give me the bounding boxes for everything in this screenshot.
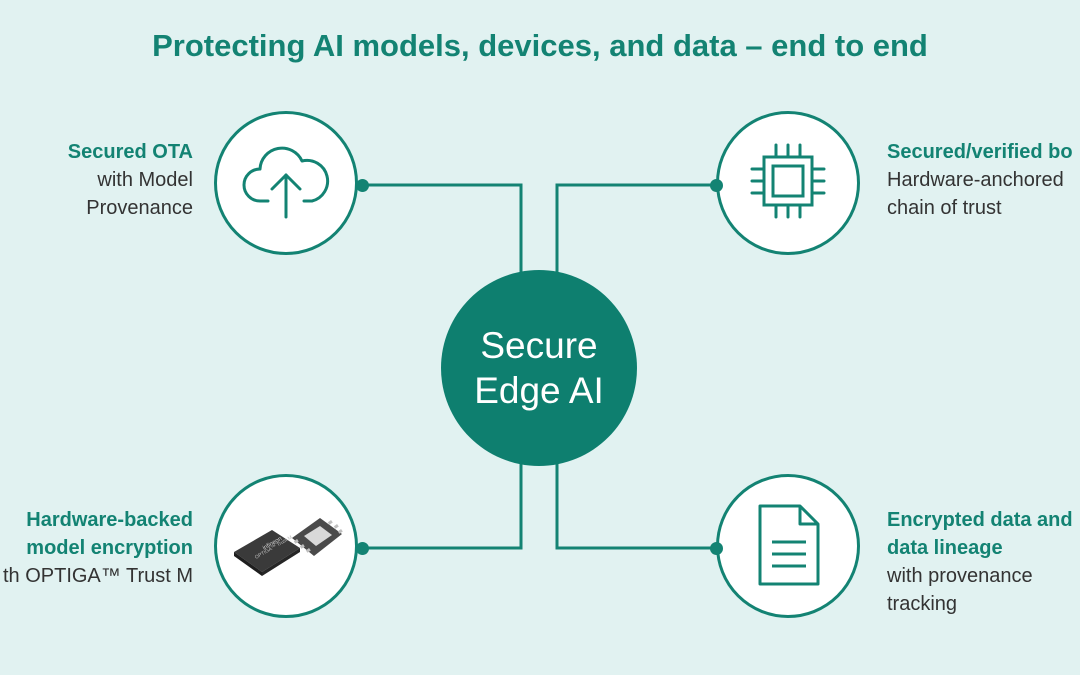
document-icon xyxy=(740,496,836,597)
connector-ota xyxy=(362,183,523,272)
label-heading: Secured/verified bo xyxy=(887,141,1073,163)
node-encrypted-data xyxy=(716,474,860,618)
label-line: tracking xyxy=(887,593,958,615)
label-line: with Model xyxy=(97,169,193,191)
connector-data xyxy=(555,464,716,550)
label-line: Provenance xyxy=(86,197,193,219)
label-heading: Hardware-backed xyxy=(26,509,193,531)
label-line: chain of trust xyxy=(887,197,1002,219)
label-line: th OPTIGA™ Trust M xyxy=(2,565,193,587)
chip-package-front: infineon OPTIGA™ Trust M xyxy=(234,529,300,576)
label-model-encryption: Hardware-backed model encryption th OPTI… xyxy=(3,506,193,590)
label-secured-ota: Secured OTA with Model Provenance xyxy=(68,138,193,222)
label-heading: data lineage xyxy=(887,537,1003,559)
hub-label-line2: Edge AI xyxy=(474,370,604,411)
chip-icon xyxy=(740,133,836,234)
connector-dot-data xyxy=(710,542,723,555)
label-heading: model encryption xyxy=(26,537,193,559)
label-secured-boot: Secured/verified bo Hardware-anchored ch… xyxy=(887,138,1073,222)
connector-dot-ota xyxy=(356,179,369,192)
label-encrypted-data: Encrypted data and data lineage with pro… xyxy=(887,506,1073,618)
connector-dot-encryption xyxy=(356,542,369,555)
secure-edge-ai-hub: Secure Edge AI xyxy=(441,270,637,466)
connector-boot xyxy=(555,183,716,272)
node-secured-boot xyxy=(716,111,860,255)
label-line: Hardware-anchored xyxy=(887,169,1064,191)
cloud-upload-icon xyxy=(238,133,334,234)
label-heading: Secured OTA xyxy=(67,141,193,163)
node-secured-ota xyxy=(214,111,358,255)
connector-dot-boot xyxy=(710,179,723,192)
hub-label-line1: Secure xyxy=(480,325,598,366)
label-line: with provenance xyxy=(887,565,1033,587)
diagram-title: Protecting AI models, devices, and data … xyxy=(152,28,928,63)
chip-package-back xyxy=(292,517,343,556)
optiga-chip-image: infineon OPTIGA™ Trust M xyxy=(224,504,348,589)
label-heading: Encrypted data and xyxy=(887,509,1073,531)
node-model-encryption: infineon OPTIGA™ Trust M xyxy=(214,474,358,618)
connector-encryption xyxy=(362,464,523,550)
